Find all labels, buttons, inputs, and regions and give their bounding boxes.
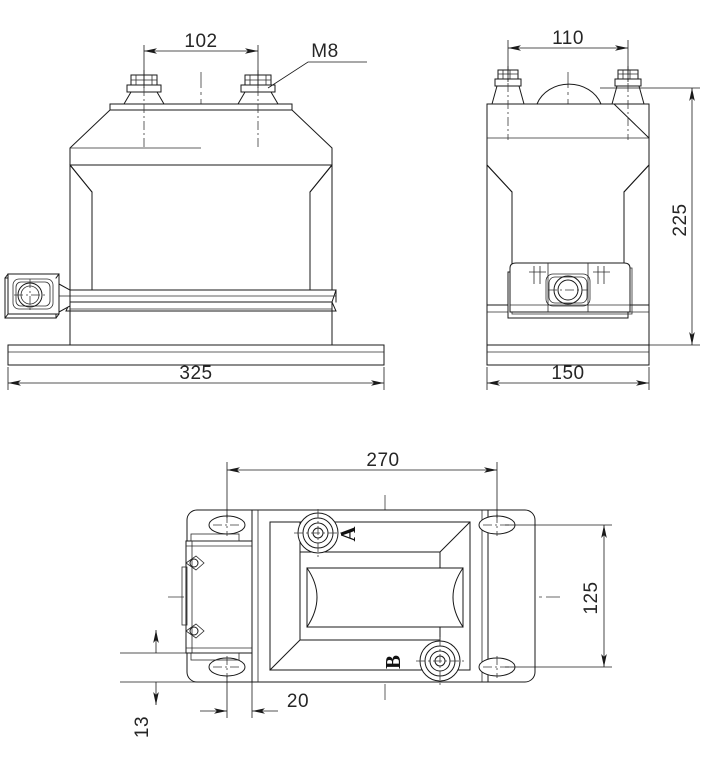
note-m8-text: M8 (311, 41, 338, 62)
dimension-20: 20 (200, 660, 309, 718)
dimension-225-text: 225 (670, 203, 691, 236)
dimension-102: 102 (143, 31, 259, 88)
side-top-arc (536, 83, 602, 105)
dimension-102-text: 102 (184, 31, 217, 52)
front-top-cap (109, 91, 293, 111)
front-body-pedestal (65, 289, 337, 346)
dimension-110: 110 (507, 28, 629, 82)
plan-secondary-terminal-box (181, 533, 253, 661)
side-base-plate (486, 344, 650, 366)
dimension-325: 325 (7, 363, 385, 390)
side-secondary-terminal-box (507, 262, 633, 319)
dimension-270-text: 270 (366, 450, 399, 471)
dimension-125-text: 125 (581, 581, 602, 614)
front-base-plate (7, 344, 385, 366)
plan-view: A B (120, 450, 612, 738)
dimension-13: 13 (120, 630, 200, 738)
dimension-150-text: 150 (551, 363, 584, 384)
front-secondary-terminal-box (4, 273, 71, 319)
dimension-325-text: 325 (179, 363, 212, 384)
dimension-150: 150 (486, 363, 650, 390)
dimension-20-text: 20 (287, 691, 309, 712)
front-view: 102 M8 325 (4, 31, 385, 390)
dimension-225: 225 (600, 87, 700, 346)
plan-terminal-b-label: B (381, 655, 405, 669)
side-view: 110 225 150 (486, 28, 700, 390)
note-m8: M8 (267, 41, 367, 89)
plan-terminal-b: B (381, 637, 464, 685)
front-insulator-body (69, 163, 333, 291)
dimension-270: 270 (226, 450, 498, 518)
dimension-13-text: 13 (132, 716, 153, 738)
plan-terminal-a-label: A (336, 526, 360, 542)
front-upper-shoulder (69, 109, 333, 166)
plan-center-window (306, 567, 464, 628)
dimension-125: 125 (505, 524, 612, 668)
plan-terminal-a: A (294, 509, 360, 557)
dimension-110-text: 110 (552, 28, 584, 49)
